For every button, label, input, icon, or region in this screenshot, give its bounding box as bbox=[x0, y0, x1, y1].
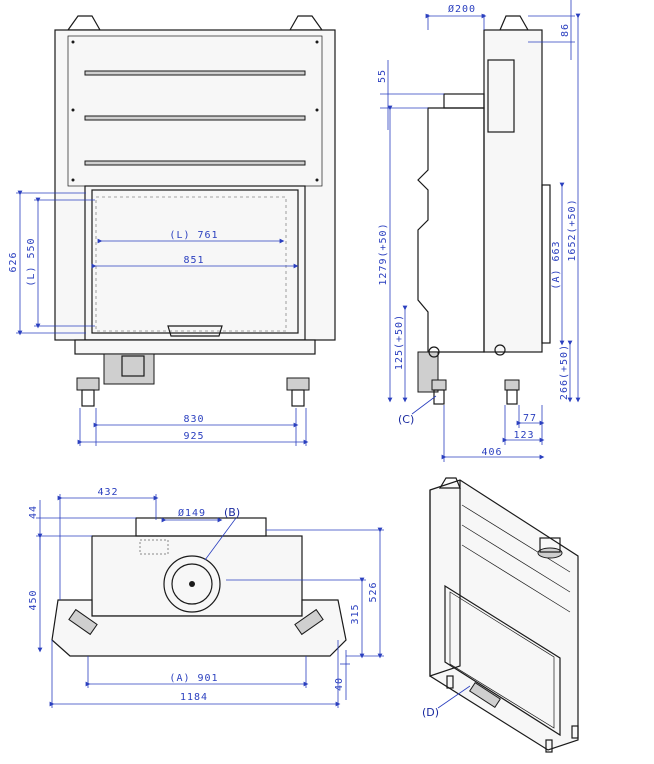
dim-432: 432 bbox=[97, 487, 118, 498]
dim-123: 123 bbox=[513, 430, 534, 441]
front-frame-top bbox=[51, 599, 347, 657]
dim-830: 830 bbox=[183, 414, 204, 425]
dim-315: 315 bbox=[350, 603, 361, 624]
dim-l761: (L) 761 bbox=[169, 230, 218, 241]
dim-266: 266(+50) bbox=[559, 344, 570, 400]
dim-40: 40 bbox=[334, 677, 345, 691]
dim-77: 77 bbox=[523, 413, 537, 424]
dim-44: 44 bbox=[28, 505, 39, 519]
baffle-plate bbox=[84, 70, 306, 76]
door-handle bbox=[167, 325, 223, 337]
leg-right bbox=[286, 377, 310, 407]
dim-851: 851 bbox=[183, 255, 204, 266]
dim-526: 526 bbox=[368, 581, 379, 602]
top-view: 432 Ø149 (B) 44 450 526 315 40 (A) 901 1… bbox=[28, 487, 384, 708]
dim-925: 925 bbox=[183, 431, 204, 442]
leg-left bbox=[76, 377, 100, 407]
flue-outlet bbox=[163, 555, 221, 613]
dim-125: 125(+50) bbox=[394, 314, 405, 370]
lifting-hook-side bbox=[499, 15, 530, 31]
side-body bbox=[483, 29, 543, 353]
top-body bbox=[91, 535, 303, 617]
iso-view: (D) bbox=[422, 477, 579, 753]
label-d: (D) bbox=[422, 706, 439, 719]
dim-626: 626 bbox=[8, 251, 19, 272]
dim-a901: (A) 901 bbox=[169, 673, 218, 684]
dim-dia200: Ø200 bbox=[448, 3, 476, 15]
flue-collar bbox=[443, 93, 485, 109]
dim-a663: (A) 663 bbox=[551, 240, 562, 289]
lifting-hook-right bbox=[288, 15, 324, 31]
front-view: 626 (L) 550 (L) 761 851 830 925 bbox=[8, 15, 336, 446]
dim-406: 406 bbox=[481, 447, 502, 458]
label-c: (C) bbox=[398, 413, 414, 426]
dim-55: 55 bbox=[377, 69, 388, 83]
dim-86: 86 bbox=[560, 23, 571, 37]
lifting-hook-left bbox=[66, 15, 102, 31]
dim-1652: 1652(+50) bbox=[567, 198, 578, 261]
base-frame bbox=[74, 339, 316, 355]
dim-450: 450 bbox=[28, 589, 39, 610]
dim-l550: (L) 550 bbox=[26, 237, 37, 286]
dim-1279: 1279(+50) bbox=[378, 222, 389, 285]
dim-1184: 1184 bbox=[180, 692, 208, 703]
side-view: Ø200 86 55 1279(+50) 125(+50) 1652(+50) … bbox=[377, 0, 581, 462]
front-body bbox=[54, 29, 336, 341]
label-b: (B) bbox=[224, 506, 240, 519]
dim-dia149: Ø149 bbox=[178, 507, 206, 519]
